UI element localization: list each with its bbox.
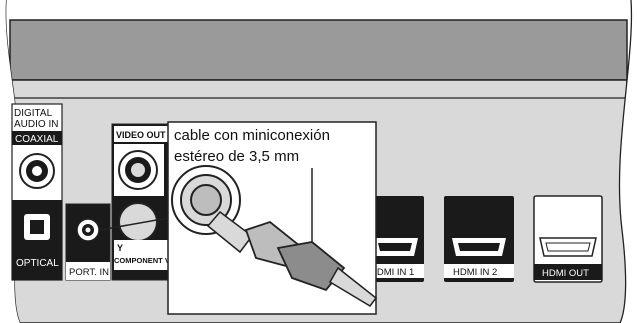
hdmi-out-label-bg bbox=[534, 264, 602, 280]
digital-label-2: AUDIO IN bbox=[14, 119, 58, 130]
component-video-label: COMPONENT V bbox=[114, 256, 170, 265]
port-in-label: PORT. IN bbox=[69, 267, 109, 278]
component-y-label: Y bbox=[117, 243, 123, 253]
stereo-mini-plug bbox=[206, 210, 378, 307]
top-band bbox=[6, 0, 631, 20]
magnified-jack-hole bbox=[190, 184, 222, 216]
hdmi-in-2-port-inner bbox=[458, 243, 500, 251]
right-curve bbox=[618, 0, 633, 323]
port-in-lead-line bbox=[99, 217, 169, 231]
coaxial-label-bar bbox=[12, 131, 62, 145]
hdmi-out-label: HDMI OUT bbox=[542, 268, 589, 279]
component-y-jack[interactable] bbox=[118, 202, 158, 242]
optical-label: OPTICAL bbox=[16, 258, 59, 269]
coaxial-label: COAXIAL bbox=[15, 134, 59, 145]
callout-line-1: cable con miniconexión bbox=[174, 127, 330, 144]
port-in-jack-pin bbox=[85, 227, 91, 233]
video-out-label-bg bbox=[114, 126, 170, 142]
digital-label-1: DIGITAL bbox=[14, 108, 53, 119]
port-in-label-bg bbox=[66, 262, 110, 280]
optical-port-hole bbox=[30, 220, 44, 234]
hdmi-in-1-label-bg bbox=[366, 264, 424, 278]
hdmi-in-2-label-bg bbox=[444, 264, 514, 278]
coaxial-jack-pin bbox=[32, 166, 42, 176]
top-edge-band bbox=[9, 19, 628, 81]
hdmi-in-1-port-inner bbox=[378, 243, 412, 251]
component-label-bg bbox=[114, 240, 170, 270]
video-jack-pin bbox=[131, 163, 145, 177]
hdmi-in-1-label: HDMI IN 1 bbox=[370, 267, 414, 278]
hdmi-in-2-label: HDMI IN 2 bbox=[453, 267, 497, 278]
video-out-label: VIDEO OUT bbox=[116, 130, 166, 140]
hdmi-out-port-inner bbox=[545, 242, 591, 252]
callout-line-2: estéreo de 3,5 mm bbox=[174, 148, 299, 165]
